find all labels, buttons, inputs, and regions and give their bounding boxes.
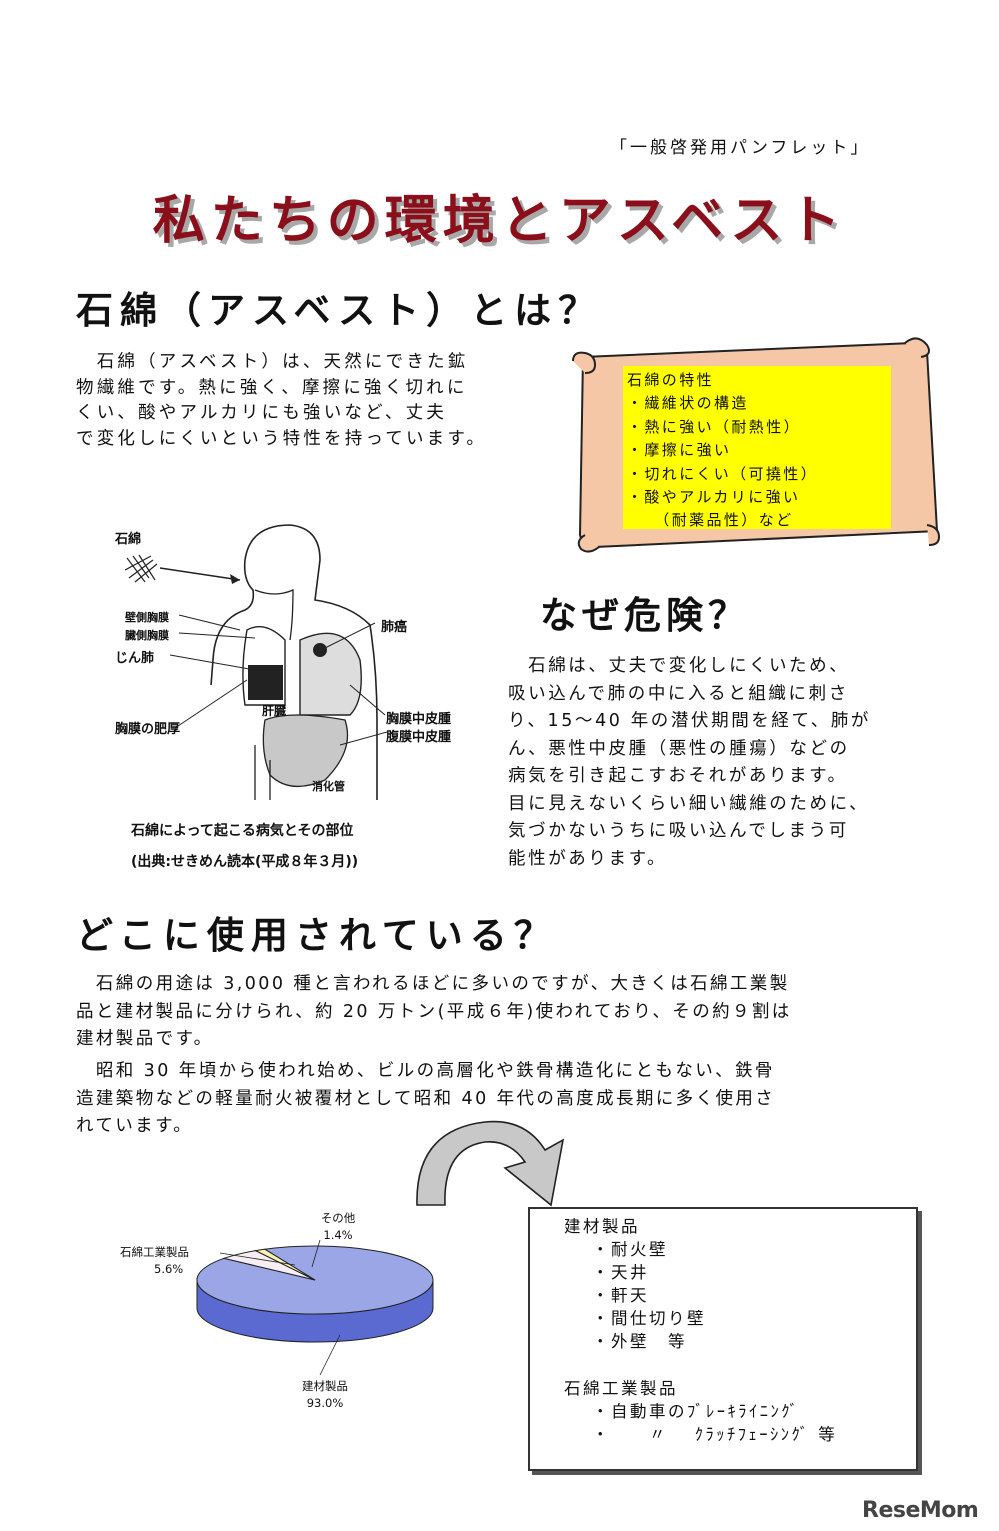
diagram-source: (出典:せきめん読本(平成８年３月)) xyxy=(131,854,359,870)
building-product-item: ・外壁 等 xyxy=(592,1332,687,1351)
label-parietal-pleura: 壁側胸膜 xyxy=(125,611,169,624)
pie-label-industrial-name: 石綿工業製品 xyxy=(120,1245,189,1259)
pie-label-other-value: 1.4% xyxy=(323,1228,353,1242)
label-asbestos: 石綿 xyxy=(115,532,142,547)
property-item: ・切れにくい（可撓性） xyxy=(627,464,819,483)
building-products-title: 建材製品 xyxy=(564,1217,640,1236)
curved-arrow-icon xyxy=(416,1120,565,1207)
property-item: ・繊維状の構造 xyxy=(627,394,749,413)
pie-label-other-name: その他 xyxy=(320,1211,356,1225)
body-diagram xyxy=(124,524,388,800)
pie-label-other: その他 1.4% xyxy=(308,1210,368,1244)
resemom-logo: ReseMom xyxy=(862,1498,979,1523)
label-asbestosis: じん肺 xyxy=(115,651,155,666)
properties-title: 石綿の特性 xyxy=(627,371,715,389)
building-product-item: ・間仕切り壁 xyxy=(592,1309,706,1328)
label-lung-cancer: 肺癌 xyxy=(381,620,408,635)
property-item: ・摩擦に強い xyxy=(627,441,732,460)
diagram-caption: 石綿によって起こる病気とその部位 xyxy=(131,823,354,839)
pie-leader-lines xyxy=(219,1239,341,1376)
property-item: （耐薬品性）など xyxy=(627,511,794,530)
property-item: ・酸やアルカリに強い xyxy=(627,488,801,507)
property-item: ・熱に強い（耐熱性） xyxy=(627,417,802,436)
pie-label-industrial: 石綿工業製品 5.6% xyxy=(120,1244,220,1278)
section-heading-what-is-asbestos: 石綿（アスベスト）とは？ xyxy=(76,289,603,332)
section-text-usage-paragraph-1: 石綿の用途は 3,000 種と言われるほどに多いのですが、大きくは石綿工業製 品… xyxy=(76,974,792,1049)
industrial-product-item: ・自動車のﾌﾞﾚｰｷﾗｲﾆﾝｸﾞ xyxy=(592,1402,801,1421)
building-product-item: ・天井 xyxy=(592,1263,649,1282)
page-title: 私たちの環境とアスベスト xyxy=(152,191,847,251)
label-pleural-thickening: 胸膜の肥厚 xyxy=(115,722,181,737)
pie-slice-other xyxy=(253,1248,316,1281)
pamphlet-subtitle: 「一般啓発用パンフレット」 xyxy=(610,138,871,158)
industrial-product-item: ・ 〃 ｸﾗｯﾁﾌｪｰｼﾝｸﾞ 等 xyxy=(592,1425,838,1444)
label-gi-tract: 消化管 xyxy=(312,780,345,793)
asbestos-properties-box: 石綿の特性 ・繊維状の構造 ・熱に強い（耐熱性） ・摩擦に強い ・切れにくい（可… xyxy=(623,366,891,529)
pie-label-industrial-value: 5.6% xyxy=(154,1262,184,1276)
label-peritoneal-mesothelioma: 腹膜中皮腫 xyxy=(386,730,452,745)
industrial-products-title: 石綿工業製品 xyxy=(564,1379,678,1398)
section-text-why-dangerous: 石綿は、丈夫で変化しにくいため、 吸い込んで肺の中に入ると組織に刺さ り、15～… xyxy=(508,656,872,869)
section-text-what-is-asbestos: 石綿（アスベスト）は、天然にできた鉱 物繊維です。熱に強く、摩擦に強く切れに く… xyxy=(76,352,488,449)
section-text-usage-paragraph-2: 昭和 30 年頃から使われ始め、ビルの高層化や鉄骨構造化にともない、鉄骨 造建築… xyxy=(76,1061,776,1136)
label-pleural-mesothelioma: 胸膜中皮腫 xyxy=(386,712,452,727)
asbestos-fibers-icon xyxy=(124,554,158,583)
building-product-item: ・耐火壁 xyxy=(592,1240,668,1259)
usage-pie-chart xyxy=(196,1245,434,1343)
building-product-item: ・軒天 xyxy=(592,1286,649,1305)
label-liver: 肝臓 xyxy=(262,704,287,718)
pie-label-building: 建材製品 93.0% xyxy=(285,1378,365,1412)
label-visceral-pleura: 臓側胸膜 xyxy=(125,629,169,642)
section-heading-why-dangerous: なぜ危険？ xyxy=(540,594,750,637)
pie-label-building-name: 建材製品 xyxy=(302,1379,348,1393)
pie-label-building-value: 93.0% xyxy=(306,1396,344,1410)
section-heading-where-used: どこに使用されている？ xyxy=(76,914,558,957)
usage-list-box: 建材製品 ・耐火壁 ・天井 ・軒天 ・間仕切り壁 ・外壁 等 石綿工業製品 ・自… xyxy=(528,1207,918,1471)
